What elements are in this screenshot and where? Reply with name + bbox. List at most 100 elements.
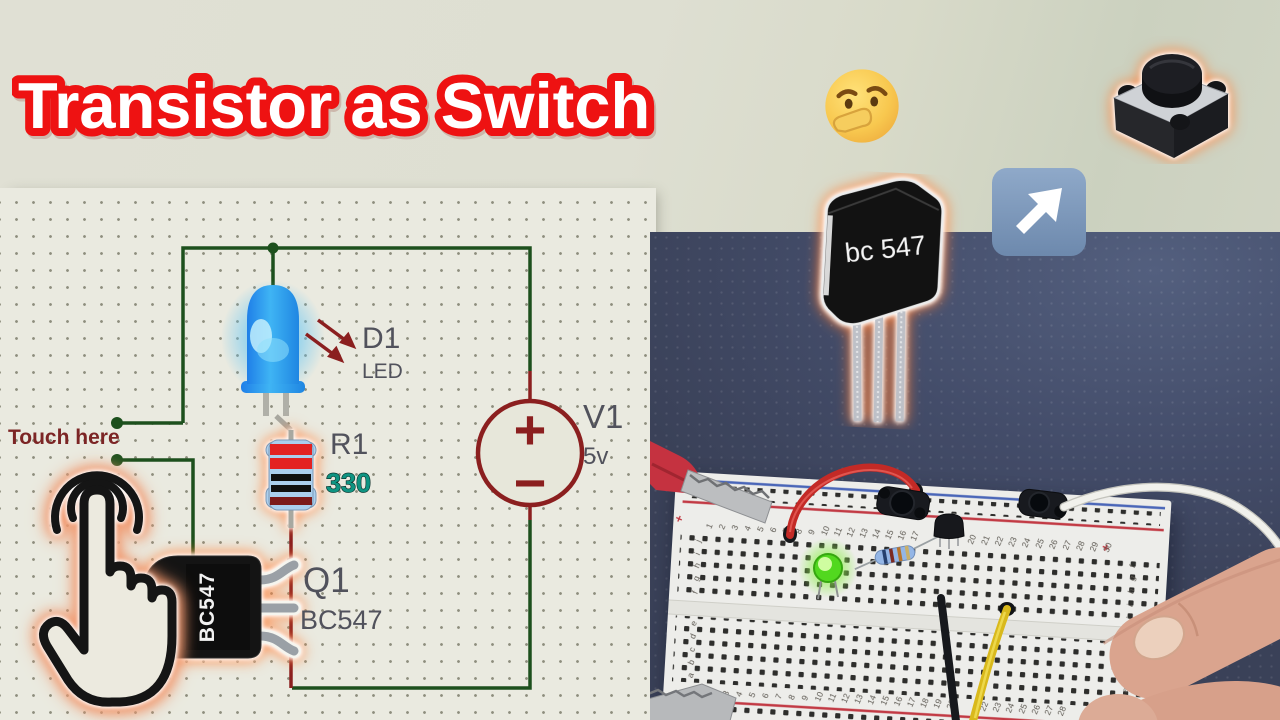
push-button-2 [1018,488,1068,520]
breadboard-label: 16 [891,695,904,708]
breadboard-label: g [691,574,702,583]
breadboard-label: 10 [812,690,825,703]
breadboard-label: i [1125,602,1135,608]
breadboard-label: 12 [844,526,857,539]
breadboard-label: 8 [786,693,797,702]
breadboard-label: h [691,561,702,570]
breadboard-label: e [688,619,699,628]
source-voltage-label: 5v [583,443,608,470]
center-channel [667,599,1164,644]
breadboard-label: 3 [729,523,740,532]
wire-junction-dots [111,242,279,466]
wire-green [117,246,532,690]
resistor-component [265,430,317,528]
breadboard-label: a [685,671,696,680]
up-right-arrow-icon [990,166,1090,258]
breadboard-label: 16 [895,529,908,542]
breadboard-label: 15 [883,528,896,541]
breadboard-label: 9 [799,694,810,703]
breadboard-label: 11 [826,691,839,703]
resistor-value-label: 330 [326,468,371,498]
bc547-body [821,178,944,326]
breadboard-label: 14 [865,693,878,706]
blue-resistor [854,535,940,571]
breadboard-label: 3 [720,689,731,698]
breadboard-label: 6 [768,525,779,534]
breadboard-labels: + + 123456789101112131415161720212223242… [671,513,1137,718]
breadboard-label: 13 [852,692,865,705]
touch-here-label: Touch here [8,426,120,449]
breadboard-label: 23 [990,701,1003,714]
breadboard-label: 7 [773,692,784,701]
transistor-type-label: BC547 [300,605,383,635]
breadboard-label: j [692,538,702,545]
bc547-image-svg: bc 547 [821,178,944,423]
source-ref-label: V1 [583,398,623,435]
rail-plus-sign: + [671,513,687,525]
breadboard-label: f [1127,563,1137,570]
breadboard-label: 4 [742,524,753,533]
breadboard-label: 25 [1016,702,1029,715]
breadboard-label: 9 [806,528,817,537]
breadboard-label: i [692,551,702,557]
touch-gesture-hand-icon [39,471,177,707]
breadboard-label: 26 [1047,538,1060,551]
breadboard-label: 30 [1101,541,1114,554]
yellow-wire [969,602,1015,720]
breadboard-label: 12 [839,692,852,705]
arrow-glyph [1016,188,1062,234]
breadboard-label: 17 [905,695,918,708]
breadboard-label: 1 [704,522,715,531]
breadboard-label: 14 [870,527,883,540]
black-wire [937,594,960,720]
breadboard-label: 24 [1019,536,1032,549]
led-ref-label: D1 [362,322,400,355]
led-type-label: LED [362,360,403,383]
voltage-source: + − [475,398,585,514]
source-minus-sign: − [514,451,547,514]
title-text: Transistor as Switch [18,69,650,142]
red-alligator-clip [650,441,773,524]
breadboard-label: h [1126,587,1137,596]
breadboard-label: e [1120,686,1131,695]
breadboard: + + 123456789101112131415161720212223242… [661,471,1172,720]
red-jumper-wire [783,463,923,543]
breadboard-label: 28 [1074,539,1087,552]
breadboard-label: 27 [1060,538,1073,551]
breadboard-label: 4 [733,690,744,699]
fingernail [1133,615,1185,661]
breadboard-label: 19 [931,697,944,710]
breadboard-label: 2 [716,522,727,531]
white-wire [1059,482,1280,556]
breadboard-photo: + + 123456789101112131415161720212223242… [650,232,1280,720]
push-button-image [1096,36,1248,164]
transistor-body-label: BC547 [196,572,219,642]
breadboard-label: 21 [979,534,992,547]
source-plus-sign: + [514,398,547,461]
breadboard-label: d [687,632,698,641]
breadboard-label: j [1124,615,1134,622]
breadboard-label: g [1126,574,1137,583]
page-title: Transistor as Switch [10,52,852,162]
bc547-transistor-image: bc 547 [785,168,970,433]
resistor-ref-label: R1 [330,428,368,461]
breadboard-scene: + + 123456789101112131415161720212223242… [650,441,1280,720]
breadboard-label: 11 [831,525,844,537]
breadboard-label: 5 [755,525,766,534]
led-component [221,280,325,432]
push-button-1 [876,486,931,521]
schematic-svg: D1 LED R1 330 + − [8,242,623,707]
breadboard-label: 29 [1087,540,1100,553]
breadboard-label: 5 [747,690,758,699]
led-arrows [304,318,357,364]
fingers [1078,547,1280,720]
transistor-ref-label: Q1 [303,561,350,600]
breadboard-label: 13 [857,526,870,539]
breadboard-label: f [690,589,700,596]
thinking-hand [832,107,873,133]
breadboard-label: 26 [1029,703,1042,716]
green-led [798,538,858,600]
breadboard-label: b [686,658,697,667]
breadboard-label: c [686,645,697,654]
